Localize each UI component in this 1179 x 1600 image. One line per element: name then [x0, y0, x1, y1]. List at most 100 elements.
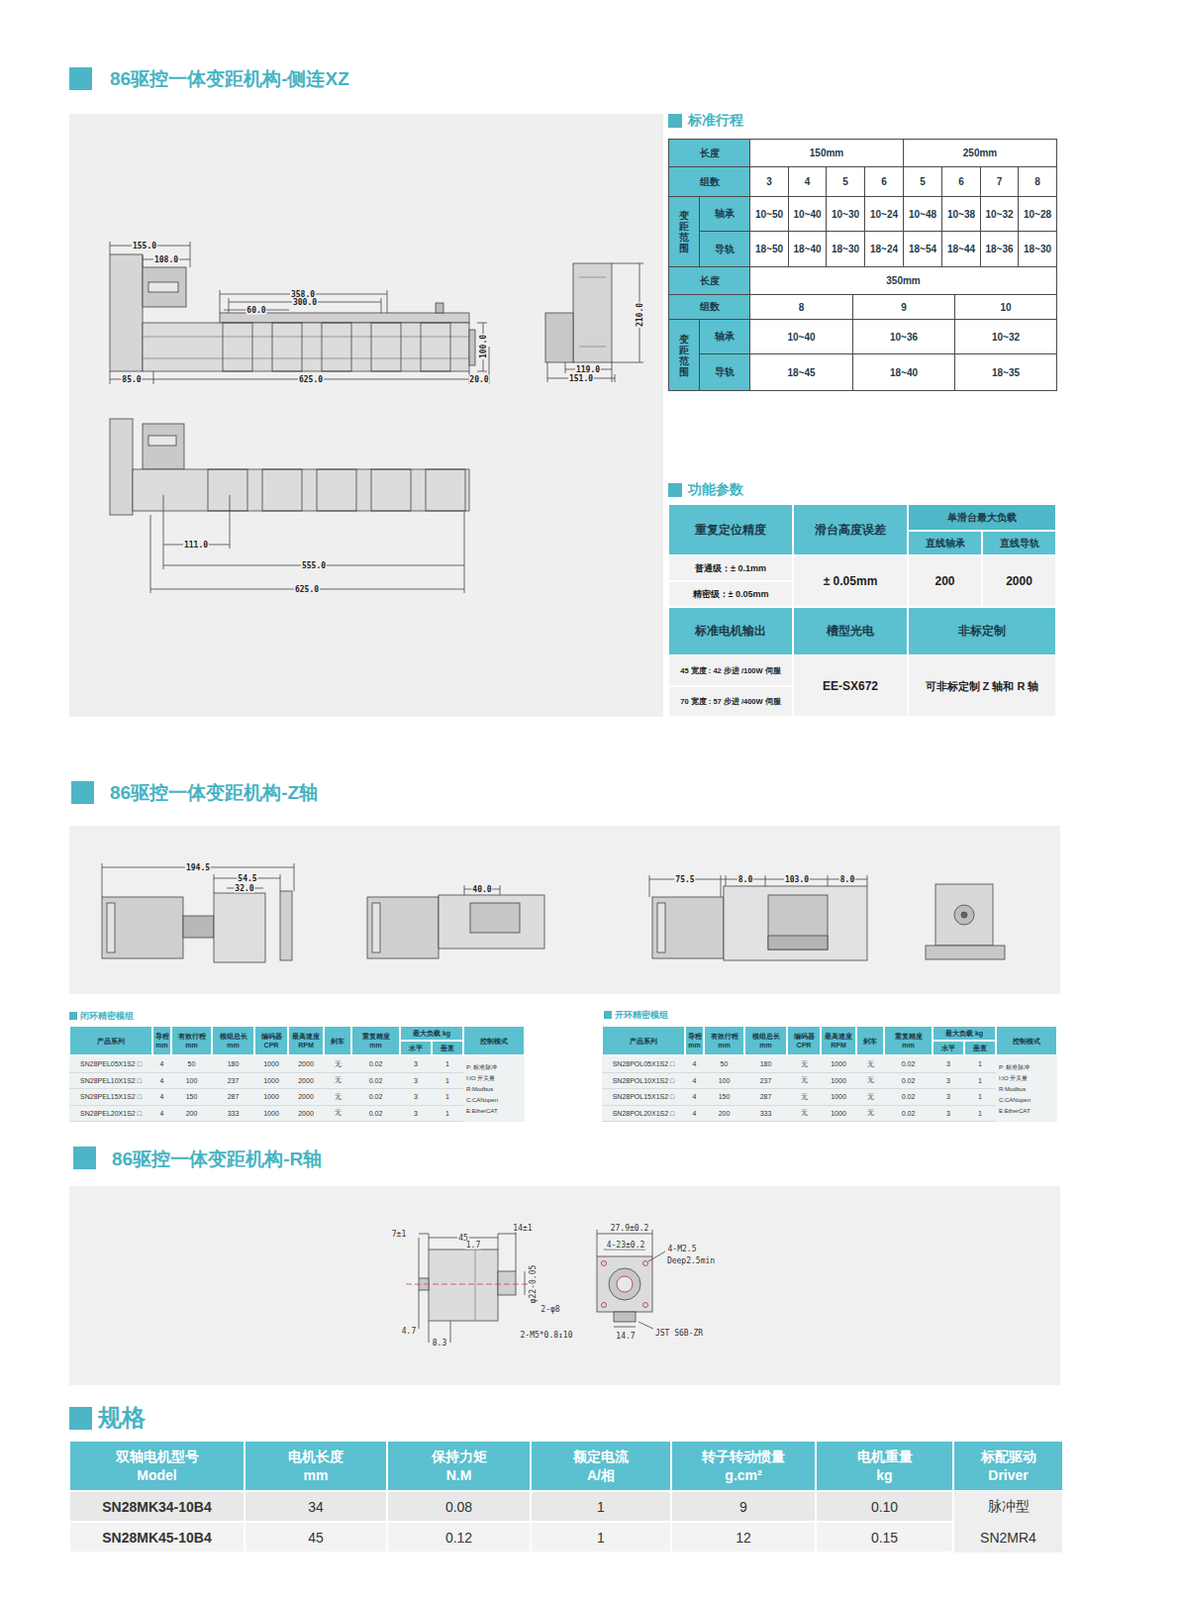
cell-text: mm: [303, 1466, 329, 1485]
xz-top-view: [219, 290, 221, 313]
dimension-label: 8.0: [839, 875, 856, 885]
r-axis-views: [608, 1268, 641, 1300]
cell-text: 1000: [830, 1077, 847, 1084]
table-cell: 150mm: [749, 138, 904, 168]
table-cell: 模组总长mm: [744, 1025, 787, 1056]
cell-text: 1: [596, 1529, 605, 1546]
table-cell: 4: [685, 1056, 704, 1074]
cell-text: 237: [227, 1077, 240, 1084]
cell-text: 0.10: [871, 1498, 898, 1515]
table-cell: 重复精度mm: [351, 1025, 400, 1056]
table-cell: 1000: [820, 1073, 857, 1090]
table-cell: 变距范围: [668, 196, 700, 268]
z-axis-views: [106, 902, 115, 953]
dimension-label: 14.7: [614, 1331, 636, 1341]
z-axis-views: [101, 896, 184, 959]
table-cell: 5: [825, 166, 866, 197]
cell-text: 双轴电机型号: [115, 1447, 199, 1467]
table-cell: 导轨: [698, 230, 751, 268]
table-cell: 直线导轨: [982, 530, 1057, 556]
cell-text: 重复精度: [362, 1031, 391, 1041]
cell-text: 无: [800, 1059, 808, 1070]
cell-text: 200: [934, 574, 955, 589]
table-cell: 产品系列: [69, 1025, 153, 1056]
cell-text: 70 宽度 : 57 步进 /400W 伺服: [680, 696, 781, 706]
cell-text: 18~54: [908, 243, 937, 255]
cell-text: 无: [800, 1107, 808, 1118]
cell-text: 1000: [263, 1060, 280, 1068]
table-cell: 0.02: [351, 1056, 400, 1074]
table-cell: 18~24: [864, 230, 904, 268]
cell-text: I:IO 开关量: [998, 1073, 1028, 1084]
table-cell: 0.08: [387, 1490, 531, 1522]
cell-text: 导程: [687, 1031, 702, 1041]
table-cell: 0.15: [815, 1521, 954, 1553]
cell-text: E:EtherCAT: [998, 1105, 1031, 1117]
z-axis-views: [101, 863, 103, 897]
cell-text: 45: [307, 1529, 324, 1546]
cell-text: 电机长度: [288, 1447, 344, 1467]
dimension-label: 4-M2.5: [667, 1244, 698, 1254]
dimension-label: 20.0: [468, 375, 490, 385]
table-cell: 10~40: [749, 318, 854, 355]
cell-text: SN28POL20X1S2 □: [612, 1109, 676, 1117]
table-cell: 18~44: [941, 230, 982, 268]
cell-text: 保持力矩: [431, 1447, 488, 1467]
xz-bottom-view: [142, 423, 185, 470]
cell-text: 0.08: [445, 1498, 473, 1515]
z-axis-views: [725, 875, 727, 886]
z-axis-views: [768, 894, 828, 950]
table-cell: 1000: [254, 1105, 289, 1123]
cell-text: RPM: [830, 1040, 847, 1050]
table-cell: 3: [399, 1073, 432, 1090]
cell-text: 无: [867, 1091, 875, 1102]
z-axis-views: [101, 863, 1005, 963]
table-cell: 1000: [254, 1056, 289, 1074]
r-axis-views: [405, 1283, 535, 1285]
cell-text: 150: [186, 1092, 198, 1100]
xz-top-view: [142, 322, 470, 372]
xz-top-view: [222, 322, 253, 372]
cell-text: C:CANopen: [466, 1094, 498, 1106]
cell-text: 333: [227, 1109, 240, 1117]
dimension-label: 194.5: [185, 863, 211, 873]
table-cell: SN28PEL10X1S2 □: [69, 1073, 153, 1090]
cell-text: 最高速度: [292, 1031, 320, 1041]
table-cell: 普通级：± 0.1mm: [668, 555, 793, 582]
z-axis-views: [183, 915, 214, 938]
table-cell: 1: [964, 1105, 996, 1123]
r-axis-views: [497, 1233, 516, 1235]
table-cell: 4: [152, 1073, 172, 1090]
r-axis-views: [428, 1233, 430, 1250]
r-axis-views: [596, 1229, 598, 1257]
cell-text: 1: [445, 1092, 450, 1100]
table-cell: 转子转动惯量g.cm²: [671, 1440, 816, 1491]
r-axis-views: [596, 1233, 653, 1235]
cell-text: 180: [760, 1060, 773, 1068]
cell-text: 18~40: [792, 243, 821, 255]
r-axis-views: [643, 1261, 649, 1267]
table-cell: SN28POL20X1S2 □: [601, 1105, 686, 1123]
cell-text: 34: [307, 1498, 324, 1515]
table-cell: SN2MR4: [953, 1521, 1064, 1553]
table-cell: ± 0.05mm: [792, 555, 908, 607]
table-cell: 18~35: [954, 353, 1058, 392]
cell-text: mm: [226, 1040, 239, 1050]
cell-text: 垂直: [973, 1043, 987, 1053]
table-cell: 287: [744, 1088, 787, 1106]
table-cell: 0.02: [884, 1056, 933, 1074]
cell-text: 1: [445, 1060, 450, 1068]
cell-text: 100: [186, 1077, 198, 1084]
table-cell: 最大负载 kg: [932, 1025, 996, 1041]
cell-text: RPM: [297, 1040, 314, 1050]
table-cell: 保持力矩N.M: [387, 1440, 531, 1491]
table-cell: 3: [932, 1088, 965, 1106]
z-axis-views: [280, 890, 293, 961]
cell-text: 6: [958, 176, 965, 188]
cell-text: CPR: [264, 1040, 280, 1050]
z-axis-views: [867, 875, 869, 886]
r-axis-views: [418, 1289, 420, 1329]
table-cell: 双轴电机型号Model: [69, 1440, 245, 1491]
table-cell: 控制模式: [463, 1025, 525, 1056]
cell-text: 4: [804, 176, 811, 188]
